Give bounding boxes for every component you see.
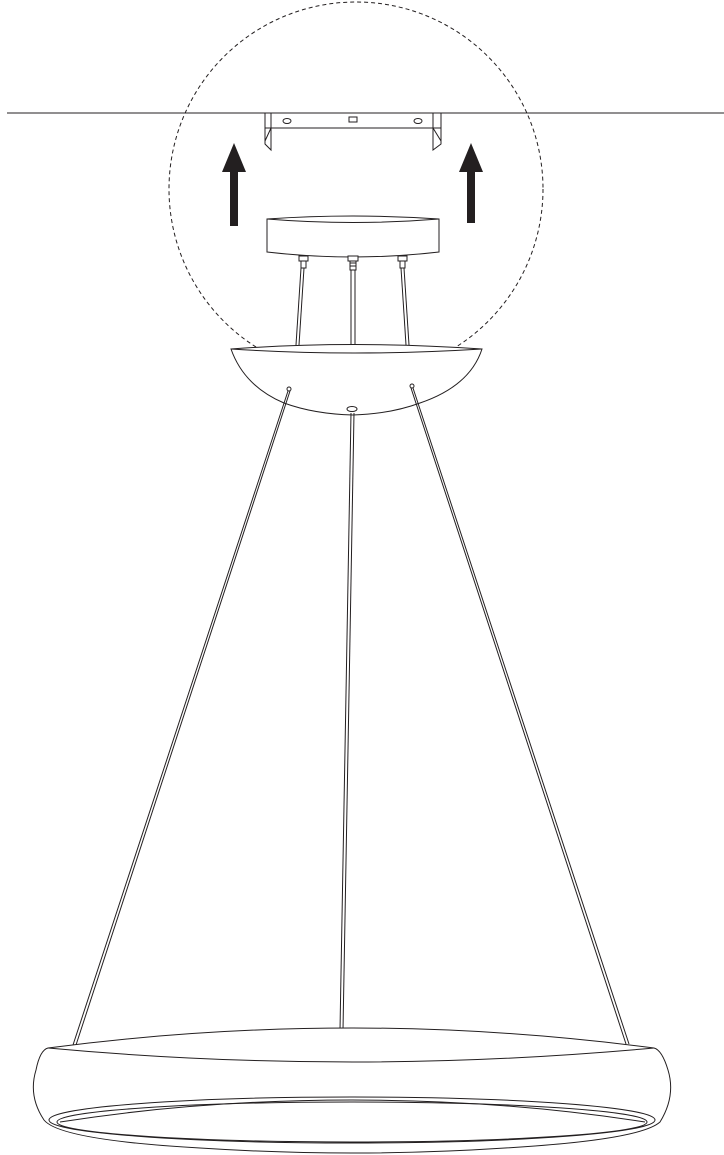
mounting-bracket-icon bbox=[264, 112, 442, 152]
ceiling-canopy-icon bbox=[266, 215, 440, 271]
arrow-up-icon bbox=[222, 143, 246, 226]
arrow-up-icon bbox=[459, 143, 483, 223]
led-ring-icon bbox=[32, 1027, 672, 1154]
suspension-cable bbox=[72, 387, 630, 1046]
detail-circle bbox=[168, 1, 544, 377]
cable-cup-icon bbox=[230, 344, 483, 416]
canopy-cable bbox=[295, 267, 410, 346]
